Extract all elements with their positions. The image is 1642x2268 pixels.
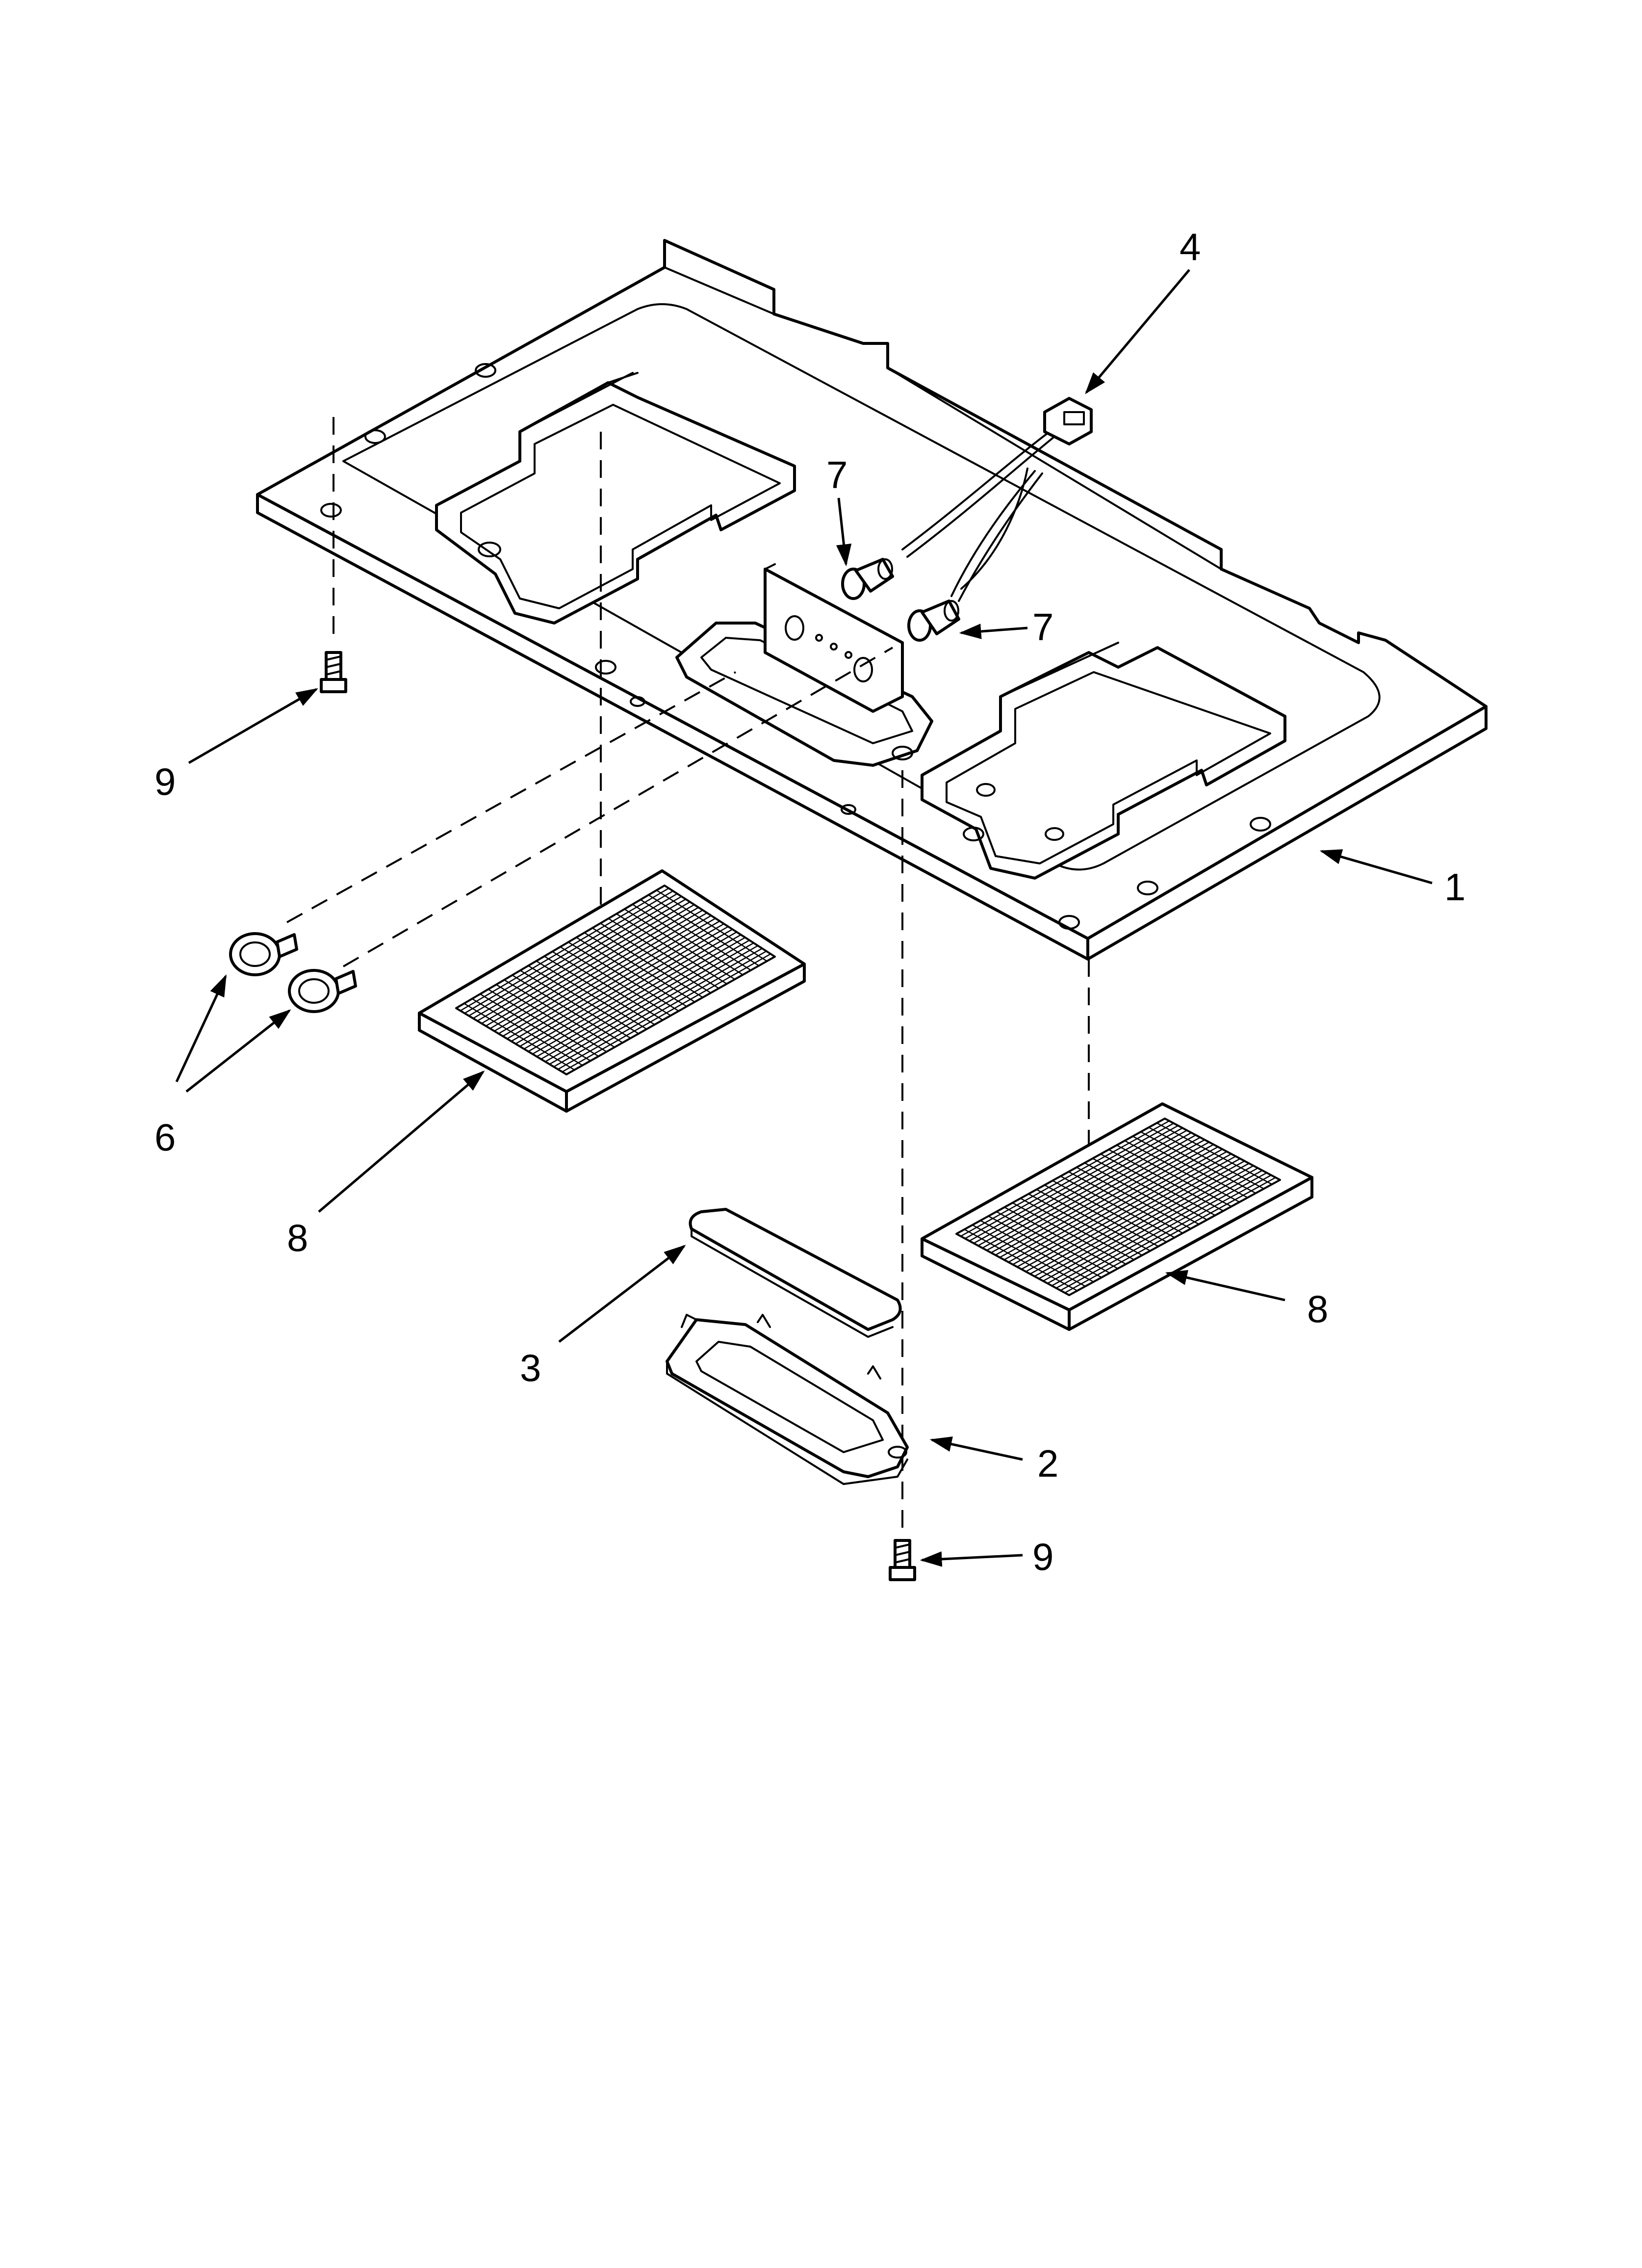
mounting-holes	[320, 363, 1271, 930]
light-lens[interactable]	[689, 1208, 902, 1338]
callout-9-upper: 9	[154, 760, 176, 803]
grease-filter-right[interactable]	[921, 1102, 1313, 1331]
callout-8-left: 8	[287, 1216, 308, 1259]
callout-2: 2	[1037, 1442, 1058, 1485]
callout-8-right: 8	[1307, 1287, 1328, 1330]
callout-6: 6	[154, 1116, 176, 1159]
callout-9-lower: 9	[1032, 1535, 1053, 1578]
leader-arrows	[175, 269, 1433, 1567]
callout-1: 1	[1444, 865, 1465, 909]
lamp-socket-lower[interactable]	[907, 600, 960, 642]
callout-3: 3	[520, 1346, 541, 1389]
light-lens-frame[interactable]	[666, 1314, 909, 1485]
light-housing	[675, 563, 933, 767]
callout-4: 4	[1180, 225, 1201, 268]
callout-7-upper: 7	[826, 453, 847, 496]
bottom-plate[interactable]	[256, 239, 1488, 961]
callout-numbers: 4 7 7 1 9 6 8 8 3 2 9	[154, 225, 1465, 1578]
right-vent-opening	[921, 642, 1286, 880]
left-vent-opening	[435, 372, 796, 625]
thumb-screw-upper[interactable]	[229, 932, 298, 976]
screw-lower[interactable]	[889, 1539, 916, 1581]
lamp-socket-upper[interactable]	[841, 558, 894, 600]
screw-upper[interactable]	[320, 651, 347, 693]
callout-7-lower: 7	[1032, 605, 1053, 649]
thumb-screw-lower[interactable]	[288, 969, 357, 1013]
wire-harness[interactable]	[901, 397, 1093, 602]
grease-filter-left[interactable]	[418, 869, 806, 1113]
